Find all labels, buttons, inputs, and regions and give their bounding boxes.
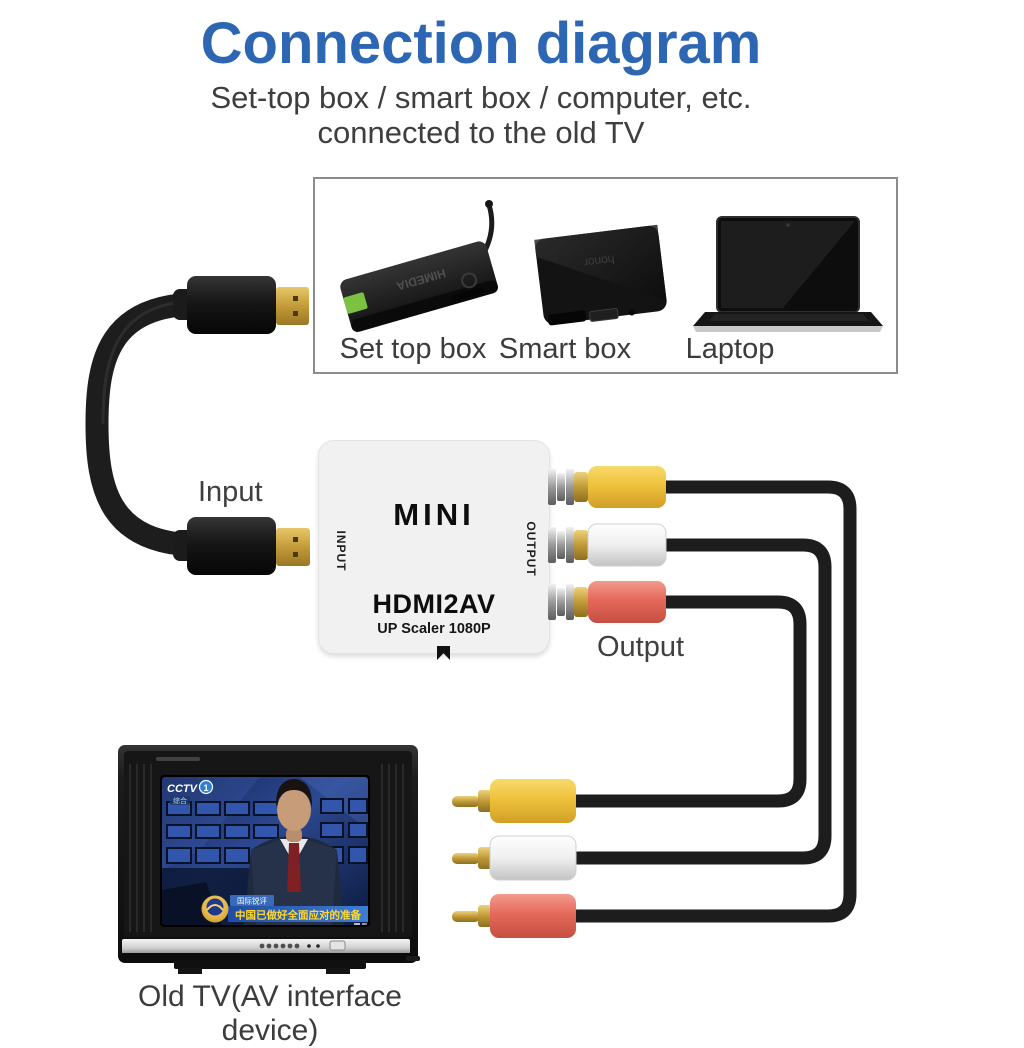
laptop-label: Laptop <box>685 333 775 365</box>
channel-logo: CCTV 1 综合 <box>167 779 214 805</box>
rca-jack-yellow <box>548 466 666 508</box>
laptop-image <box>693 216 883 332</box>
keyboard-icon <box>709 314 869 321</box>
converter-model: HDMI2AV <box>372 589 496 619</box>
hdmi-cable-loop <box>85 292 201 557</box>
converter-scaler-text: UP Scaler 1080P <box>377 621 491 637</box>
power-led-icon <box>307 944 311 948</box>
cable-run-2 <box>572 538 832 865</box>
hdmi-plug-bottom-icon <box>173 517 310 575</box>
source-devices-illustration: HIMEDIA honor <box>340 200 883 332</box>
subtitle-line2: connected to the old TV <box>317 114 645 150</box>
ir-window-icon <box>329 940 346 951</box>
av-cables-image <box>452 466 857 938</box>
rca-jack-white <box>548 523 667 567</box>
smart-box-brand: honor <box>583 252 615 270</box>
tv-screen-content: CCTV 1 综合 国际锐评 中国已做好全面应对的准备 <box>162 777 368 925</box>
hdmi-plug-top-icon <box>173 276 309 334</box>
news-headline-text: 中国已做好全面应对的准备 <box>235 909 361 922</box>
cable-run-3 <box>572 595 807 808</box>
page-title: Connection diagram <box>200 11 762 76</box>
converter-logo: MINI <box>393 497 475 532</box>
source-devices-panel: HIMEDIA honor <box>313 177 898 374</box>
old-tv-image: CCTV 1 综合 国际锐评 中国已做好全面应对的准备 <box>118 745 420 974</box>
speaker-grille-left-icon <box>129 764 152 932</box>
speaker-grille-right-icon <box>381 764 404 932</box>
tv-buttons <box>259 943 300 949</box>
tv-foot-right <box>326 968 350 974</box>
tv-base <box>174 960 366 969</box>
subtitle-line1: Set-top box / smart box / computer, etc. <box>210 79 752 115</box>
rca-plug-yellow <box>452 779 576 823</box>
hdmi-port-icon <box>589 308 619 322</box>
old-tv-caption: Old TV(AV interface device) <box>138 980 402 1047</box>
android-logo-icon <box>343 292 368 314</box>
news-lower-third: 国际锐评 中国已做好全面应对的准备 <box>201 895 368 925</box>
tv-foot-left <box>178 968 202 974</box>
converter-input-side-label: INPUT <box>334 530 348 572</box>
webcam-icon <box>786 223 790 227</box>
smart-box-image: honor <box>534 224 667 326</box>
smart-box-label: Smart box <box>498 333 632 365</box>
anchor-face <box>277 789 311 831</box>
hdmi-cable-image <box>85 276 310 575</box>
anchor-tie <box>287 843 301 892</box>
input-label: Input <box>198 476 263 508</box>
channel-tag: 综合 <box>173 796 187 805</box>
rca-plug-white <box>452 835 577 881</box>
news-tag-text: 国际锐评 <box>237 896 267 906</box>
tv-brand-mark <box>156 757 200 761</box>
usb-port-notch-icon <box>437 646 450 660</box>
output-label: Output <box>597 631 685 663</box>
rca-plug-red <box>452 894 576 938</box>
tv-control-strip <box>122 939 410 954</box>
channel-number: 1 <box>203 783 208 793</box>
channel-logo-text: CCTV <box>167 783 199 795</box>
rca-jack-red <box>548 581 666 623</box>
av-cable-runs <box>572 480 857 923</box>
set-top-box-label: Set top box <box>339 333 487 365</box>
set-top-box-image: HIMEDIA <box>340 200 498 332</box>
header: Connection diagram Set-top box / smart b… <box>0 11 962 150</box>
cable-run-1 <box>572 480 857 923</box>
anchor-hair <box>275 779 313 808</box>
